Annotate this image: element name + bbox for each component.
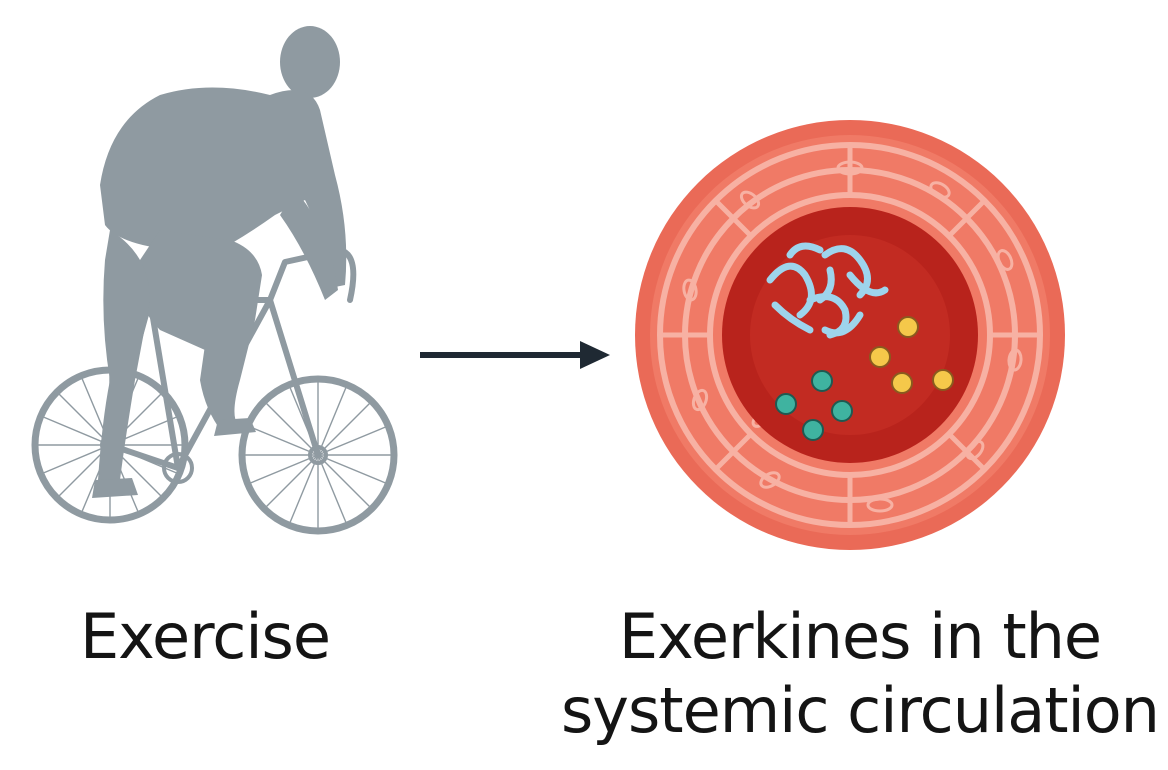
arrow-right-icon [420,341,610,369]
rider-body [92,26,347,498]
yellow-particles [869,316,954,394]
teal-particles [775,370,853,441]
protein-strand-icon [766,242,889,339]
exerkines-label-line2: systemic circulation [561,674,1160,747]
cyclist-icon [31,26,398,535]
blood-vessel-cross-section-icon [635,120,1065,550]
exerkines-label: Exerkines in the systemic circulation [560,600,1160,748]
exercise-label: Exercise [40,600,370,674]
exercise-label-text: Exercise [80,600,331,673]
exerkines-label-line1: Exerkines in the [618,600,1102,673]
